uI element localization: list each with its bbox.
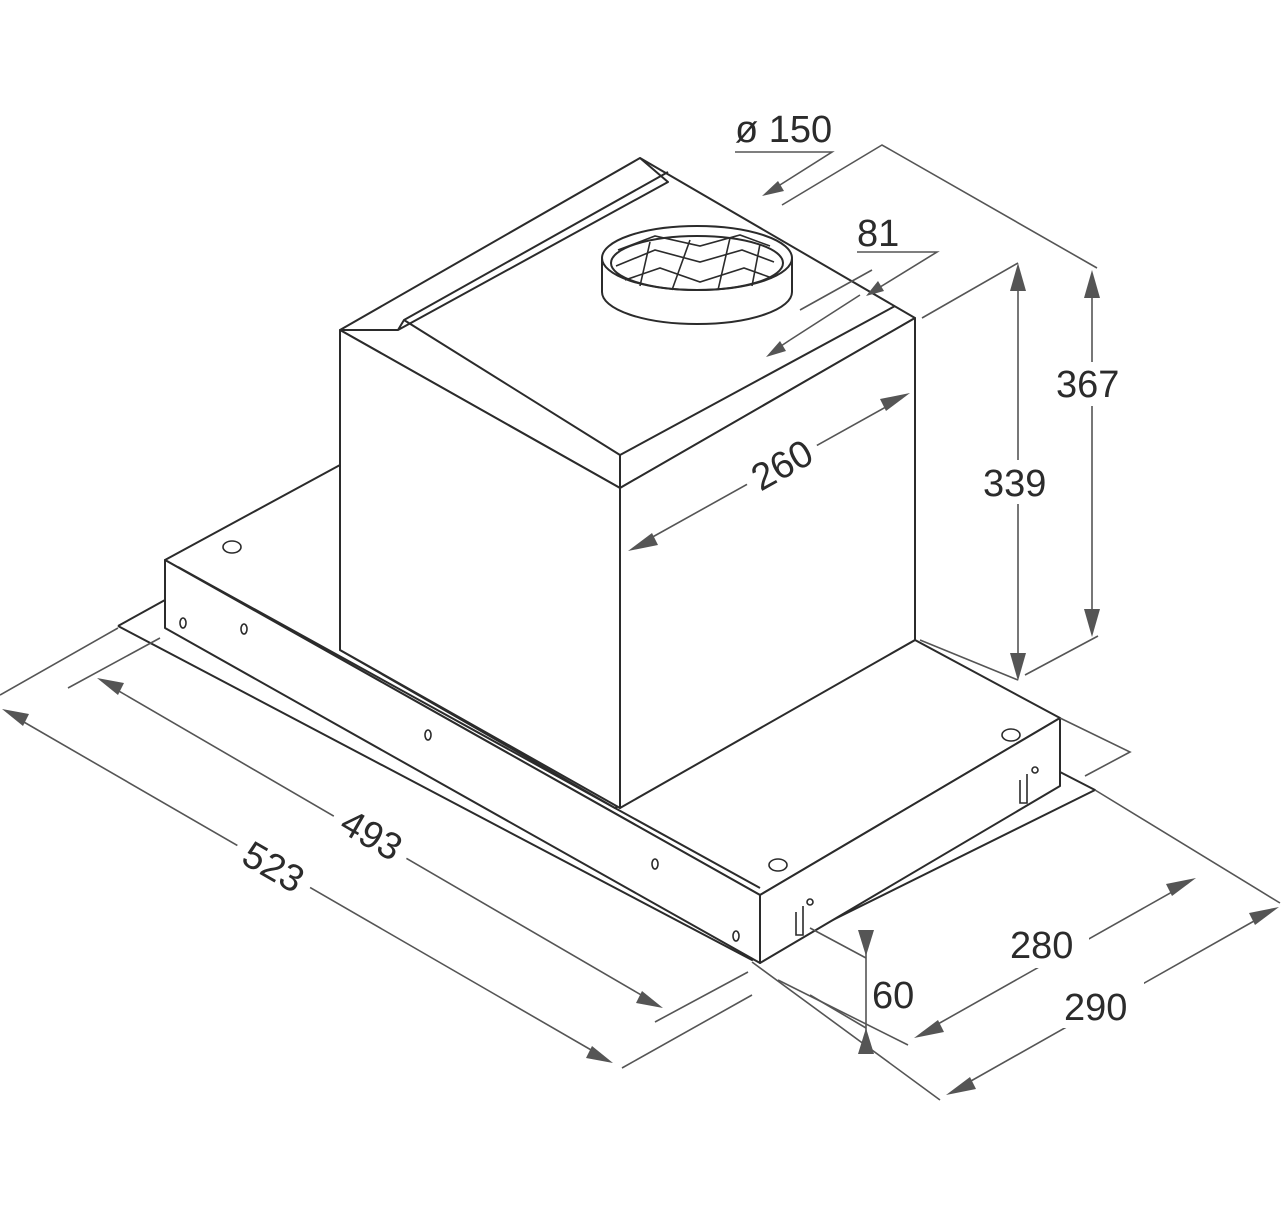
screw-hole	[651, 858, 659, 870]
arrow-head	[628, 533, 658, 551]
arrow-head	[636, 991, 663, 1008]
base-height-extension	[809, 927, 867, 1029]
base-height-label: 60	[872, 975, 914, 1017]
arrow-head	[1084, 270, 1100, 298]
duct-offset-label: 81	[857, 213, 899, 255]
duct-grille	[615, 234, 775, 291]
arrow-head	[1010, 653, 1026, 681]
duct-diameter-label: ø 150	[735, 109, 832, 151]
outer-depth-label: 290	[1064, 987, 1127, 1029]
duct-diameter-leader	[735, 151, 835, 191]
arrow-head	[586, 1046, 613, 1063]
chimney-side	[619, 317, 916, 809]
arrow-head	[97, 678, 124, 695]
arrow-head	[866, 281, 884, 296]
body-height-label: 339	[983, 463, 1046, 505]
body-height-extension	[919, 262, 1019, 681]
outer-width-extension	[0, 627, 753, 1069]
screw-hole	[732, 930, 740, 942]
total-height-label: 367	[1056, 364, 1119, 406]
mount-hole	[1001, 728, 1021, 742]
arrow-head	[1249, 907, 1279, 925]
arrow-head	[762, 181, 784, 196]
mounting-flange	[117, 599, 1096, 961]
screw-hole	[240, 623, 248, 635]
arrow-head	[2, 709, 29, 726]
outer-depth-extension	[751, 789, 1281, 1101]
inner-depth-label: 280	[1010, 925, 1073, 967]
arrow-head	[880, 393, 910, 411]
inner-depth-extension	[777, 717, 1132, 1046]
arrow-head	[914, 1020, 944, 1038]
base-housing-side	[759, 717, 1061, 964]
screw-hole	[424, 729, 432, 741]
arrow-head	[1084, 609, 1100, 637]
side-bracket	[795, 898, 814, 936]
base-housing-inner-edge	[177, 566, 761, 889]
total-height-extension	[781, 144, 1099, 676]
screw-hole	[179, 617, 187, 629]
arrow-head	[946, 1077, 976, 1095]
arrow-head	[858, 1028, 874, 1054]
arrow-head	[858, 930, 874, 956]
inner-width-extension	[67, 637, 749, 1023]
mount-hole	[768, 858, 788, 872]
mount-hole	[222, 540, 242, 554]
arrow-head	[1166, 878, 1196, 896]
duct-offset-leader	[789, 251, 940, 341]
duct-outlet	[601, 225, 793, 325]
side-bracket	[1019, 766, 1039, 804]
arrow-head	[1010, 263, 1026, 291]
chimney-top-bevel	[403, 305, 896, 488]
